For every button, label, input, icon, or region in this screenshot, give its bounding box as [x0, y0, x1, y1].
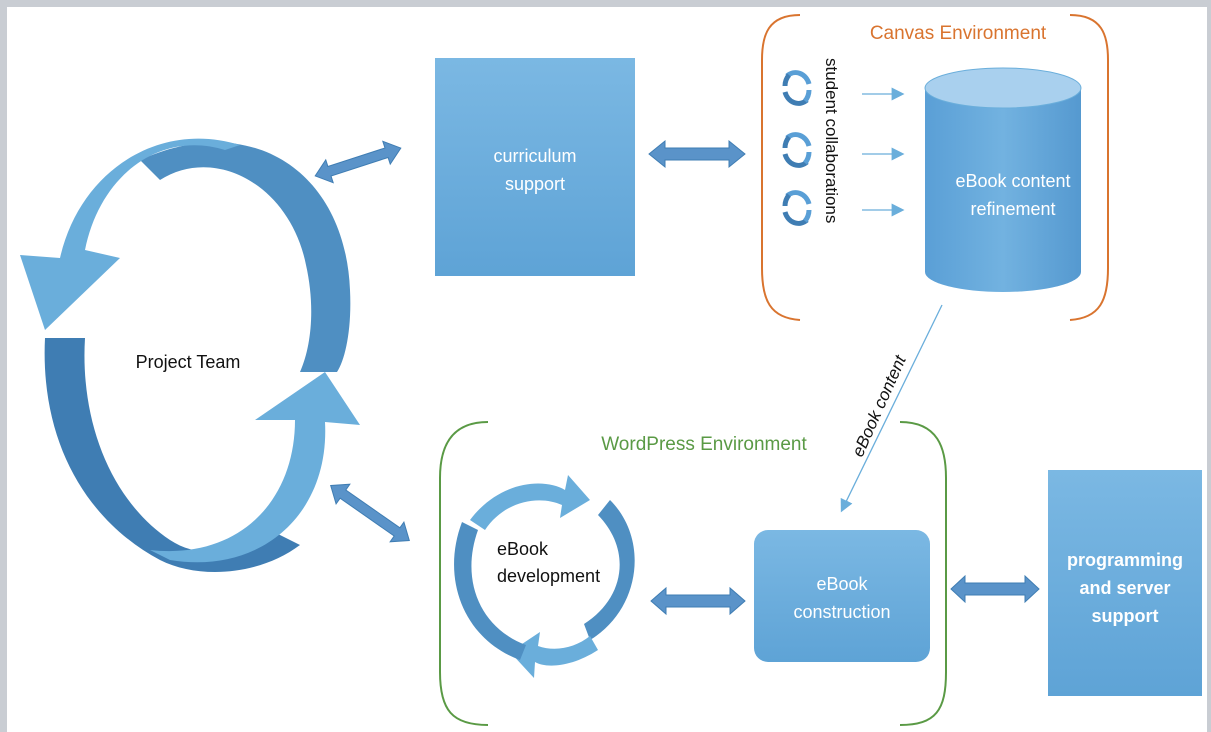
project-team-cycle [20, 138, 360, 572]
wordpress-bracket-left [439, 421, 489, 726]
cycle-arc-bottom [150, 372, 360, 563]
ebook-construction-box [754, 530, 930, 662]
ebook-construction-line2: construction [793, 602, 890, 622]
dev-cycle-arc-right [584, 500, 635, 640]
curriculum-support-line1: curriculum [493, 146, 576, 166]
ebook-content-refinement-line1: eBook content [955, 171, 1070, 191]
collab-cycle-icon-2 [782, 132, 812, 168]
programming-server-line3: support [1092, 606, 1159, 626]
ebook-content-edge [840, 304, 943, 513]
canvas-bracket-right [1069, 14, 1109, 321]
programming-server-support-box [1048, 470, 1202, 696]
collab-cycle-icon-3 [782, 190, 812, 226]
arrow-construction-programming [950, 574, 1040, 604]
ebook-content-refinement-line2: refinement [970, 199, 1055, 219]
ebook-development-line2: development [497, 566, 600, 586]
dev-cycle-arc-top [470, 475, 590, 530]
cycle-arc-right [140, 142, 351, 372]
ebook-development-cycle [454, 475, 635, 678]
wordpress-bracket-right [899, 421, 947, 726]
ebook-development-line1: eBook [497, 539, 549, 559]
student-collaborations-label: student collaborations [822, 58, 841, 223]
dev-cycle-arc-bottom [510, 632, 598, 678]
curriculum-support-line2: support [505, 174, 565, 194]
arrow-curriculum-canvas [648, 139, 746, 169]
arrow-team-curriculum [314, 140, 402, 184]
ebook-construction-line1: eBook [816, 574, 868, 594]
cycle-arc-left [44, 338, 300, 572]
collab-cycle-icons [782, 70, 812, 226]
canvas-environment-title: Canvas Environment [870, 23, 1047, 44]
ebook-content-refinement-cylinder [924, 67, 1082, 292]
canvas-bracket-left [761, 14, 801, 321]
curriculum-support-box [435, 58, 635, 276]
programming-server-line2: and server [1079, 578, 1170, 598]
cycle-arc-top [20, 138, 240, 330]
wordpress-environment-title: WordPress Environment [601, 434, 807, 455]
arrow-team-wordpress [330, 483, 410, 543]
ebook-content-edge-label: eBook content [848, 351, 910, 459]
project-team-label: Project Team [136, 352, 241, 372]
dev-cycle-arc-left [454, 522, 526, 660]
programming-server-line1: programming [1067, 550, 1183, 570]
collab-cycle-icon-1 [782, 70, 812, 106]
arrow-development-construction [650, 586, 746, 616]
